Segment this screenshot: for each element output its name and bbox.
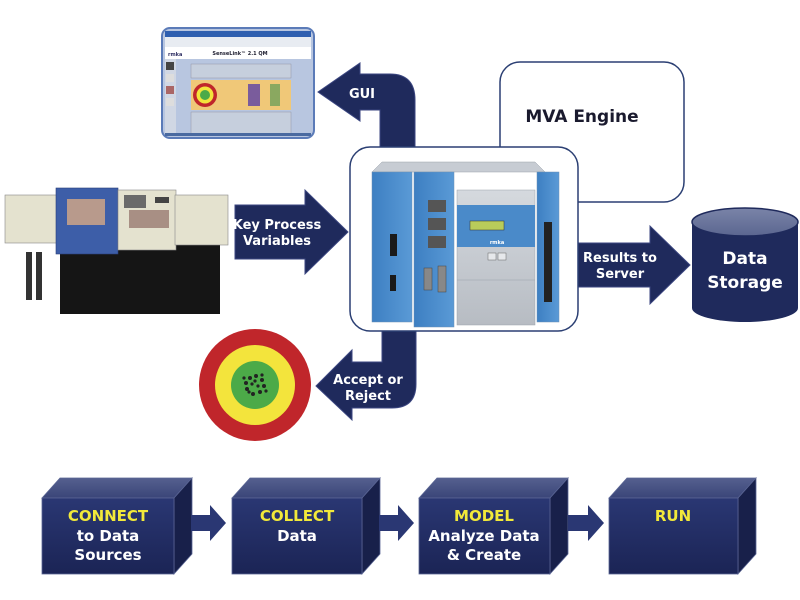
controller-display	[469, 220, 505, 231]
injection-molding-machine-icon	[4, 187, 229, 314]
stage-collect: COLLECT Data	[231, 476, 381, 576]
stage-model-line1: Analyze Data	[428, 527, 539, 545]
gui-titlebar	[165, 31, 311, 37]
stage-connect: CONNECT to Data Sources	[41, 476, 193, 576]
gui-app-title: SenseLink™ 2.1 QM	[212, 51, 267, 57]
stage-arrow-2	[379, 505, 414, 541]
accept-label-line1: Accept or	[333, 373, 403, 388]
stage-run: RUN	[608, 476, 757, 576]
data-storage-line2: Storage	[707, 273, 783, 293]
stage-arrow-1	[191, 505, 226, 541]
stage-model-title: MODEL	[454, 507, 514, 525]
stage-run-title: RUN	[655, 507, 691, 525]
gui-screenshot-thumbnail: rmka SenseLink™ 2.1 QM	[161, 27, 315, 139]
accept-label-line2: Reject	[345, 389, 391, 404]
stage-connect-line1: to Data	[77, 527, 140, 545]
gui-brand: rmka	[168, 52, 182, 58]
results-label-line1: Results to	[583, 251, 657, 266]
stage-model: MODEL Analyze Data & Create	[418, 476, 569, 576]
key-process-arrow: Key Process Variables	[233, 188, 349, 276]
controller-brand: rmka	[490, 240, 504, 246]
key-process-label-line1: Key Process	[233, 218, 322, 233]
process-stages: CONNECT to Data Sources COLLECT Data MOD…	[41, 476, 757, 576]
stage-collect-title: COLLECT	[260, 507, 335, 525]
stage-model-line2: & Create	[447, 546, 521, 564]
controller-module-network	[413, 171, 455, 328]
stage-arrow-3	[568, 505, 604, 541]
gui-arrow: GUI	[317, 62, 416, 149]
stage-connect-title: CONNECT	[68, 507, 149, 525]
gui-arrow-label: GUI	[349, 87, 375, 102]
controller-frame: rmka	[349, 146, 579, 332]
mva-engine-label: MVA Engine	[525, 107, 638, 127]
results-arrow: Results to Server	[577, 224, 691, 306]
stage-connect-line2: Sources	[74, 546, 141, 564]
key-process-label-line2: Variables	[243, 234, 311, 249]
accept-reject-arrow: Accept or Reject	[315, 329, 417, 422]
results-label-line2: Server	[596, 267, 645, 282]
stage-collect-line1: Data	[277, 527, 317, 545]
quality-target-icon	[199, 329, 311, 441]
data-storage-line1: Data	[722, 249, 767, 269]
data-storage-cylinder: Data Storage	[691, 207, 799, 322]
